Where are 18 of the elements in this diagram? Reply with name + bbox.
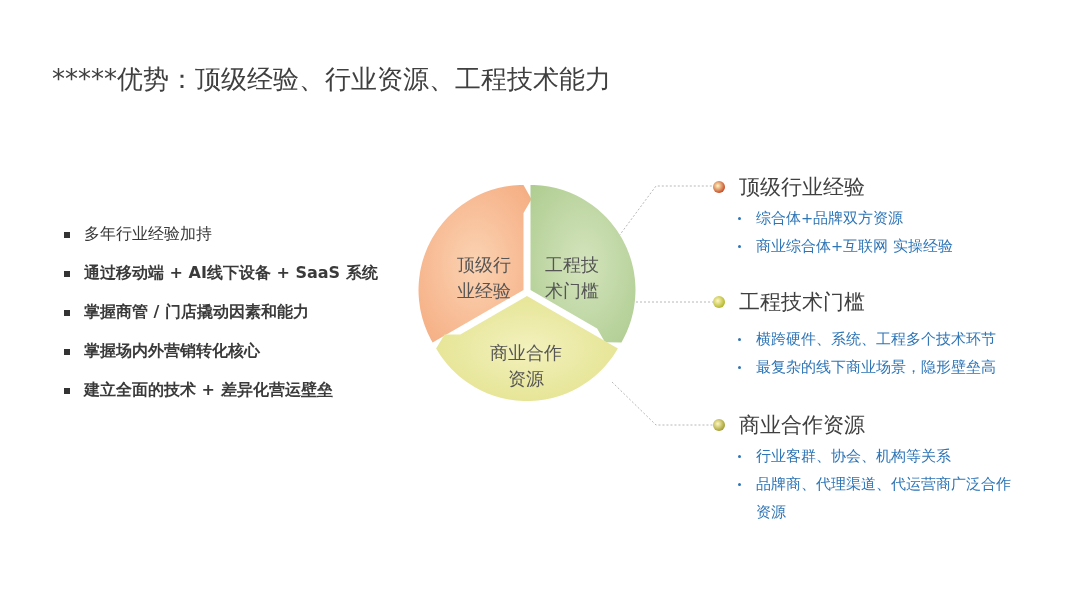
bullet-text: 多年行业经验加持: [62, 224, 212, 245]
pie-segment: 工程技术门槛: [530, 185, 636, 343]
bullet-text: 掌握场内外营销转化核心: [62, 341, 260, 362]
bullet-text: 通过移动端 + AI线下设备 + SaaS 系统: [62, 263, 378, 284]
bullet-text: 品牌商、代理渠道、代运营商广泛合作资源: [730, 470, 1011, 526]
title: *****优势：顶级经验、行业资源、工程技术能力: [52, 63, 611, 96]
bullet-text: 行业客群、协会、机构等关系: [730, 442, 1011, 470]
bullet-text: 综合体+品牌双方资源: [730, 204, 1011, 232]
bullet-text: 建立全面的技术 + 差异化营运壁垒: [62, 380, 333, 401]
heading: 商业合作资源: [712, 410, 1052, 440]
bullet-text: 掌握商管 / 门店撬动因素和能力: [62, 302, 309, 323]
leader-line: [611, 381, 714, 426]
bullet-text: 横跨硬件、系统、工程多个技术环节: [730, 325, 1011, 353]
bullet-text: 商业综合体+互联网 实操经验: [730, 232, 1011, 260]
pie-segment: 顶级行业经验: [418, 185, 532, 343]
heading: 工程技术门槛: [712, 287, 1052, 317]
heading: 顶级行业经验: [712, 172, 1052, 202]
bullet-text: 最复杂的线下商业场景，隐形壁垒高: [730, 353, 1011, 381]
